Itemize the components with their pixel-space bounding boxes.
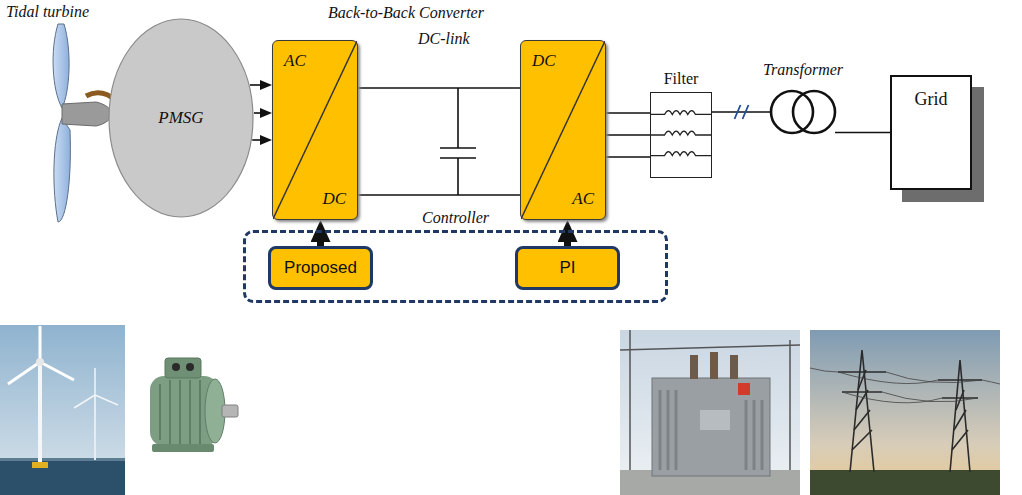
diagram-label: Tidal turbine: [6, 3, 89, 21]
connector: [358, 88, 520, 195]
power-line-photo: [810, 330, 1000, 495]
connector: [712, 105, 771, 119]
capacitor-symbol: [440, 88, 476, 195]
controller-group: ControllerProposed PI: [243, 208, 668, 303]
transformer-coils: [763, 82, 843, 140]
connector: [567, 232, 568, 246]
connector: [606, 113, 650, 157]
node-label: PMSG: [158, 108, 203, 128]
motor-photo: [150, 358, 238, 452]
filter-label: Filter: [664, 68, 699, 92]
connector: [320, 232, 321, 246]
grid-label: Grid: [915, 89, 948, 188]
filter-outline: [650, 92, 712, 178]
group-label: Controller: [243, 208, 668, 228]
controller-box: PI: [515, 246, 620, 290]
converter-label: AC: [284, 51, 306, 71]
converter-label: DC: [322, 189, 346, 209]
diagram-label: DC-link: [418, 30, 470, 48]
controller-box: Proposed: [268, 246, 373, 290]
generator-circle: PMSG: [108, 18, 254, 218]
converter-box: AC DC: [272, 40, 358, 220]
controller-label: Proposed: [284, 258, 357, 278]
wind-farm-photo: [0, 325, 125, 495]
inductor-symbol: [651, 93, 711, 177]
diagram-label: Back-to-Back Converter: [328, 4, 484, 22]
converter-label: AC: [572, 189, 594, 209]
grid-box: Grid: [890, 75, 972, 190]
transformer-label: Transformer: [763, 60, 843, 82]
converter-box: DC AC: [520, 40, 606, 220]
transformer-photo: [620, 330, 800, 495]
converter-label: DC: [532, 51, 556, 71]
transformer-symbol: Transformer: [755, 60, 851, 140]
filter-box: Filter: [650, 68, 712, 178]
connector: [835, 132, 890, 133]
controller-label: PI: [559, 258, 575, 278]
